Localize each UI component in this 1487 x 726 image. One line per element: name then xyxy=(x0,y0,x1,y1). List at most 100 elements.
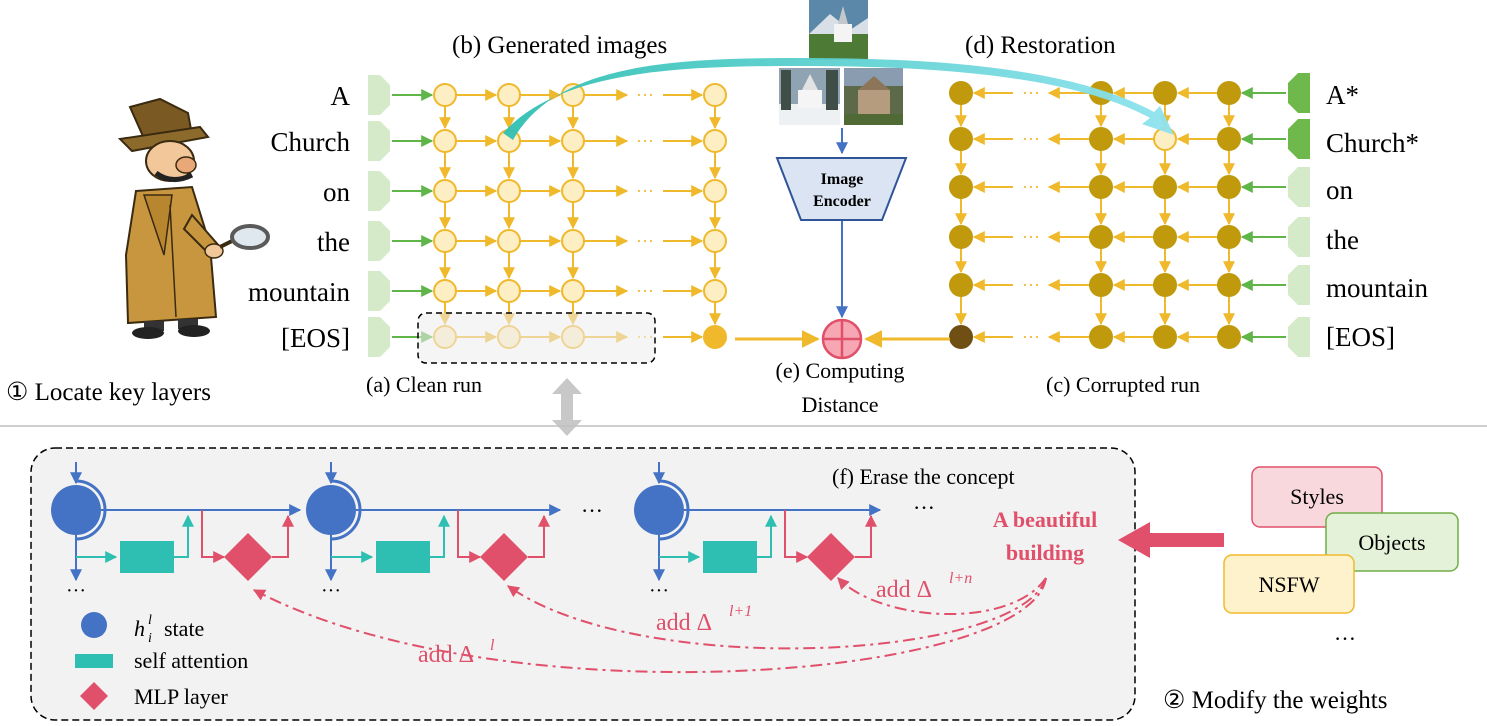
corrupt-row-ellipsis: ··· xyxy=(1022,327,1040,347)
mlp-output-arrow xyxy=(272,514,294,558)
clean-state-node xyxy=(433,83,457,107)
layer-block: ··· xyxy=(306,462,562,602)
corrupt-row-ellipsis: ··· xyxy=(1022,275,1040,295)
clean-token-tab xyxy=(368,171,390,211)
mlp-input-arrow xyxy=(457,510,482,563)
clean-row-ellipsis: ··· xyxy=(636,131,654,151)
corrupt-state-node xyxy=(1217,175,1241,199)
hidden-state-node xyxy=(634,485,684,535)
clean-state-node xyxy=(433,279,457,303)
computing-distance-label-2: Distance xyxy=(802,392,879,417)
clean-state-node xyxy=(497,279,521,303)
concept-text-line2: building xyxy=(1006,540,1084,565)
legend-mlp-icon xyxy=(80,682,108,710)
corrupt-state-node xyxy=(1089,325,1113,349)
svg-text:add Δ: add Δ xyxy=(656,610,712,636)
section1-title: ① Locate key layers xyxy=(6,379,211,406)
svg-text:l+n: l+n xyxy=(949,570,972,587)
corrupt-state-node xyxy=(1089,273,1113,297)
corrupt-token-tab xyxy=(1288,73,1310,113)
clean-state-node xyxy=(561,129,585,153)
delta-label-1: add Δ l xyxy=(418,637,495,668)
clean-state-node xyxy=(703,179,727,203)
clean-state-node xyxy=(703,325,727,349)
erase-concept-label: (f) Erase the concept xyxy=(832,464,1015,489)
svg-text:NSFW: NSFW xyxy=(1258,572,1319,597)
clean-token-tab xyxy=(368,121,390,161)
clean-row-ellipsis: ··· xyxy=(636,85,654,105)
attention-output-arrow xyxy=(174,514,194,558)
clean-state-node xyxy=(561,279,585,303)
legend-attention-icon xyxy=(75,654,113,668)
svg-text:Styles: Styles xyxy=(1290,484,1344,509)
clean-token-tab xyxy=(368,317,390,357)
corrupt-state-node xyxy=(1153,325,1177,349)
delta-curve-3 xyxy=(837,577,1047,615)
categories-more: … xyxy=(1334,620,1356,645)
clean-token-labels: A Church on the mountain [EOS] xyxy=(248,81,351,353)
corrupt-token-tab xyxy=(1288,217,1310,257)
layer-blocks: ········· xyxy=(51,462,882,602)
corrupt-row-ellipsis: ··· xyxy=(1022,177,1040,197)
clean-state-node xyxy=(497,179,521,203)
legend-mlp-text: MLP layer xyxy=(134,684,229,709)
corrupt-token-4: mountain xyxy=(1326,273,1428,303)
corrupt-token-tab xyxy=(1288,265,1310,305)
clean-token-tab xyxy=(368,75,390,115)
clean-token-2: on xyxy=(323,177,351,207)
self-attention-block xyxy=(703,541,757,573)
clean-row-ellipsis: ··· xyxy=(636,181,654,201)
delta-label-3: add Δ l+n xyxy=(876,570,972,603)
corrupt-token-1: Church* xyxy=(1326,128,1419,158)
clean-state-node xyxy=(433,179,457,203)
category-nsfw: NSFW xyxy=(1223,554,1355,614)
corrupt-token-tab xyxy=(1288,119,1310,159)
hidden-state-node xyxy=(51,485,101,535)
svg-text:add Δ: add Δ xyxy=(876,577,932,603)
corrupted-run-label: (c) Corrupted run xyxy=(1046,372,1200,397)
corrupt-state-node xyxy=(949,325,973,349)
corrupt-state-node xyxy=(1089,127,1113,151)
clean-token-0: A xyxy=(331,81,351,111)
category-objects: Objects xyxy=(1325,512,1459,572)
clean-state-node xyxy=(497,229,521,253)
clean-token-4: mountain xyxy=(248,277,350,307)
legend-state-h: h xyxy=(134,616,145,641)
distance-plus-icon xyxy=(821,318,863,360)
legend: h l i state self attention MLP layer xyxy=(75,612,248,710)
corrupt-state-node xyxy=(1153,225,1177,249)
attention-output-arrow xyxy=(430,514,450,558)
legend-state-text: state xyxy=(164,616,204,641)
hidden-state-node xyxy=(306,485,356,535)
double-vertical-arrow-icon xyxy=(552,378,582,436)
corrupt-token-tab xyxy=(1288,167,1310,207)
mlp-output-arrow xyxy=(528,514,550,558)
layer-block: ··· xyxy=(51,462,302,602)
corrupt-state-node xyxy=(1217,81,1241,105)
state-down-ellipsis: ··· xyxy=(649,580,669,602)
clean-state-node xyxy=(703,129,727,153)
corrupt-token-2: on xyxy=(1326,175,1354,205)
section2-title: ② Modify the weights xyxy=(1163,687,1387,714)
clean-state-node xyxy=(561,229,585,253)
detective-figure xyxy=(117,97,270,339)
corrupt-state-node xyxy=(1153,175,1177,199)
corrupt-token-3: the xyxy=(1326,225,1359,255)
corrupt-row-ellipsis: ··· xyxy=(1022,227,1040,247)
church-photo-3 xyxy=(844,68,903,125)
clean-state-node xyxy=(703,279,727,303)
corrupt-state-node xyxy=(1153,81,1177,105)
eos-highlight-box xyxy=(417,312,656,364)
layer-ellipsis-2: ··· xyxy=(913,495,935,520)
legend-state-sub: i xyxy=(148,631,152,646)
mlp-layer-diamond xyxy=(807,533,855,581)
layer-block: ··· xyxy=(634,462,882,602)
attention-output-arrow xyxy=(757,514,777,558)
mlp-output-arrow xyxy=(855,514,877,558)
self-attention-block xyxy=(376,541,430,573)
legend-state-sup: l xyxy=(148,613,152,628)
corrupt-state-node xyxy=(1089,225,1113,249)
corrupt-state-node xyxy=(949,273,973,297)
church-photo-2 xyxy=(779,68,840,125)
